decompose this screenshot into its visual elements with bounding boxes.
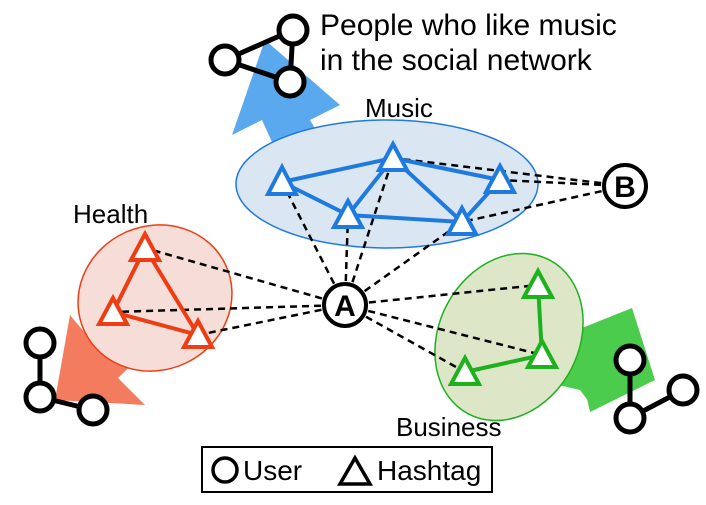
business-title: Business: [396, 412, 502, 442]
health-hashtags: [95, 229, 216, 349]
user-icon: [208, 43, 242, 77]
legend: User Hashtag: [201, 446, 493, 493]
music-hashtag-icon: [264, 162, 300, 196]
user-icon: [273, 65, 307, 99]
user-a-label: A: [334, 290, 356, 323]
user-a: A: [322, 282, 368, 328]
edge-a-health-2: [112, 303, 346, 314]
legend-user-icon: [211, 456, 239, 484]
legend-user-label: User: [243, 455, 302, 486]
user-icon: [613, 401, 647, 435]
user-icon: [23, 326, 57, 360]
edge-b-music-1: [392, 156, 626, 188]
legend-hashtag-icon: [336, 454, 374, 486]
user-icon: [76, 393, 110, 427]
music-caption-line1: People who like music: [320, 9, 617, 42]
edge-a-music-3: [343, 157, 395, 306]
user-icon: [276, 13, 310, 47]
music-hashtag-icon: [444, 203, 480, 236]
health-hashtag-icon: [180, 316, 216, 349]
user-icon: [613, 343, 647, 377]
edge-a-business-2: [344, 303, 543, 357]
legend-hashtag-label: Hashtag: [377, 455, 481, 486]
music-hashtag-icon: [375, 139, 411, 172]
business-hashtag-icon: [447, 353, 483, 386]
music-hashtags: [264, 139, 518, 236]
user-b-label: B: [614, 171, 636, 204]
health-hashtag-icon: [95, 293, 131, 326]
user-icon: [23, 380, 57, 414]
music-title: Music: [365, 93, 433, 123]
health-title: Health: [73, 199, 148, 229]
user-icon: [666, 373, 700, 407]
user-b: B: [602, 163, 648, 209]
music-hashtag-icon: [482, 161, 518, 194]
edge-a-health-3: [197, 303, 346, 337]
user-b-icon: [602, 163, 648, 209]
business-hashtag-icon: [524, 336, 560, 369]
edge-a-health-1: [144, 246, 346, 307]
music-caption-line2: in the social network: [320, 44, 593, 77]
business-user-network: [613, 343, 700, 435]
health-hashtag-icon: [127, 229, 163, 262]
user-a-icon: [322, 282, 368, 328]
edge-b-music-3: [461, 184, 626, 224]
edge-a-business-1: [344, 283, 539, 307]
business-hashtags: [447, 266, 560, 386]
edge-b-music-2: [499, 178, 626, 188]
music-user-network: [208, 13, 310, 99]
health-user-network: [23, 326, 110, 427]
edge-a-business-3: [344, 303, 466, 374]
music-hashtag-icon: [330, 196, 366, 229]
business-hashtag-icon: [520, 266, 556, 299]
